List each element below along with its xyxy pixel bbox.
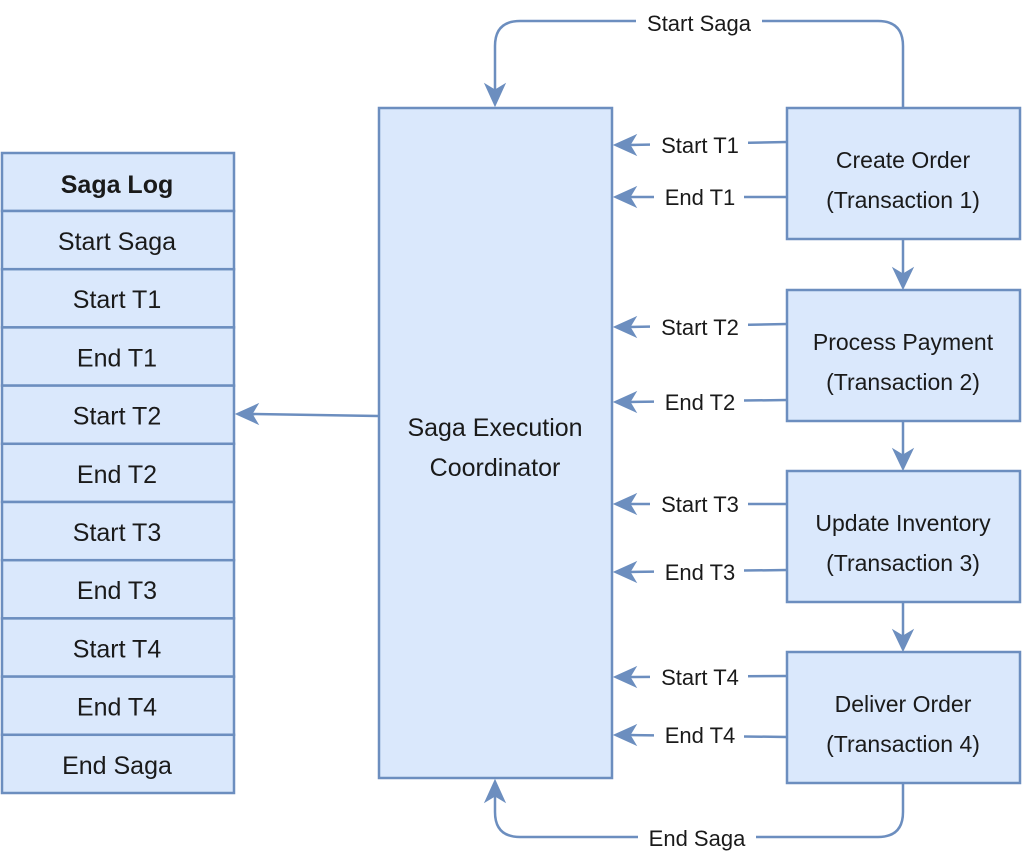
transaction-name: Update Inventory <box>815 510 991 536</box>
end-saga-loop: End Saga <box>483 778 905 851</box>
saga-log-row <box>0 209 236 271</box>
saga-log-entry: Start T2 <box>73 403 161 431</box>
saga-log-entry: End T4 <box>77 694 157 722</box>
start-saga-label: Start Saga <box>647 11 752 36</box>
saga-log-entry: Start T1 <box>73 286 161 314</box>
end-label: End T2 <box>665 390 736 415</box>
transaction-number: (Transaction 2) <box>826 369 980 395</box>
end-arrow-t3: End T3 <box>612 556 788 585</box>
end-arrow-t1: End T1 <box>612 181 787 210</box>
saga-log-entry: Start T3 <box>73 519 161 547</box>
end-label: End T3 <box>665 560 736 585</box>
start-arrow-t3: Start T3 <box>612 488 787 517</box>
saga-log-entry: End T3 <box>77 577 157 605</box>
transaction-number: (Transaction 4) <box>826 731 980 757</box>
transaction-box <box>785 288 1022 423</box>
transaction-box <box>785 106 1022 241</box>
start-label: Start T3 <box>661 492 739 517</box>
saga-log-entry: End Saga <box>62 752 172 780</box>
transaction-number: (Transaction 1) <box>826 187 980 213</box>
transaction-name: Create Order <box>836 147 971 173</box>
transaction-1: Create Order (Transaction 1) Start T1 End T… <box>612 106 1022 291</box>
end-label: End T1 <box>665 185 736 210</box>
end-arrow-t2: End T2 <box>612 386 788 415</box>
saga-log-row <box>0 558 236 620</box>
saga-log-entry: Start T4 <box>73 635 162 663</box>
transaction-number: (Transaction 3) <box>826 550 980 576</box>
saga-log-entry: End T1 <box>77 344 157 372</box>
transaction-4: Deliver Order (Transaction 4) Start T4 End … <box>612 650 1022 785</box>
start-label: Start T2 <box>661 315 739 340</box>
saga-log-header-cell <box>0 151 236 213</box>
saga-log-row <box>0 442 236 504</box>
saga-log-title: Saga Log <box>61 171 174 199</box>
next-transaction-arrow <box>891 421 915 472</box>
saga-log-entry: Start Saga <box>58 228 176 256</box>
next-transaction-arrow <box>891 239 915 291</box>
transaction-name: Process Payment <box>813 329 994 355</box>
saga-log-row <box>0 733 236 795</box>
coordinator-label-line1: Saga Execution <box>407 414 582 442</box>
transaction-2: Process Payment (Transaction 2) Start T2 En… <box>612 288 1022 472</box>
saga-log-row <box>0 675 236 737</box>
start-arrow-t2: Start T2 <box>612 311 788 340</box>
start-arrow-t1: Start T1 <box>612 129 788 158</box>
start-saga-loop: Start Saga <box>483 9 905 108</box>
start-label: Start T4 <box>661 665 739 690</box>
end-label: End T4 <box>665 723 736 748</box>
transactions: Create Order (Transaction 1) Start T1 End T… <box>612 106 1022 785</box>
next-transaction-arrow <box>891 602 915 653</box>
transaction-name: Deliver Order <box>835 691 972 717</box>
coordinator-to-log-arrow <box>234 402 379 426</box>
transaction-3: Update Inventory (Transaction 3) Start T3 E… <box>612 469 1022 653</box>
end-saga-label: End Saga <box>649 826 746 851</box>
saga-log-entry: End T2 <box>77 461 157 489</box>
transaction-box <box>785 650 1022 785</box>
start-label: Start T1 <box>661 133 739 158</box>
end-arrow-t4: End T4 <box>612 719 788 748</box>
saga-execution-coordinator: Saga Execution Coordinator <box>377 106 614 780</box>
start-arrow-t4: Start T4 <box>612 661 788 690</box>
saga-log-row <box>0 326 236 387</box>
coordinator-label-line2: Coordinator <box>430 454 561 482</box>
transaction-box <box>785 469 1022 604</box>
